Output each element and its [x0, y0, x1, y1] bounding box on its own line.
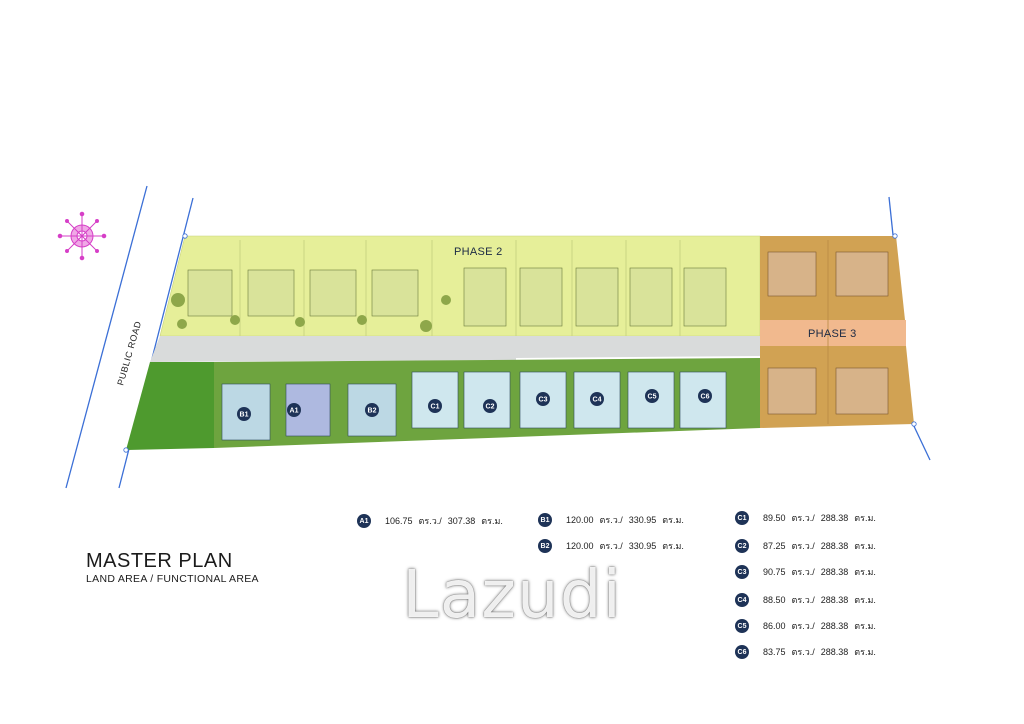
boundary-line-right-top	[888, 196, 894, 236]
green-space	[126, 362, 214, 450]
phase-3-band	[760, 320, 906, 346]
road-edge-left	[65, 185, 148, 489]
phase-2-lot-dividers	[239, 240, 681, 336]
phase-3-houses	[767, 251, 889, 415]
map-badge-c3: C3	[536, 392, 550, 406]
unit-badge: C1	[735, 511, 749, 525]
unit-badge: B2	[538, 539, 552, 553]
corner-markers	[123, 233, 917, 453]
page-title: MASTER PLAN	[86, 550, 233, 572]
page-subtitle: LAND AREA / FUNCTIONAL AREA	[86, 573, 259, 585]
compass-rose-icon	[57, 211, 107, 261]
svg-text:C5: C5	[648, 394, 657, 401]
map-badge-c1: C1	[428, 399, 442, 413]
watermark-text: Lazudi	[402, 556, 622, 633]
map-badge-c4: C4	[590, 392, 604, 406]
phase-3-label: PHASE 3	[808, 328, 857, 340]
unit-badge: C5	[735, 619, 749, 633]
unit-badge: C4	[735, 593, 749, 607]
unit-badge: C3	[735, 565, 749, 579]
boundary-line-right-bottom	[911, 421, 931, 461]
svg-text:C2: C2	[486, 404, 495, 411]
svg-text:C4: C4	[593, 397, 602, 404]
unit-badge: C6	[735, 645, 749, 659]
title-block: MASTER PLAN LAND AREA / FUNCTIONAL AREA	[86, 550, 259, 585]
map-badge-c2: C2	[483, 399, 497, 413]
public-road-label: PUBLIC ROAD	[115, 320, 143, 387]
map-badge-a1: A1	[287, 403, 301, 417]
unit-badge: C2	[735, 539, 749, 553]
map-badge-c5: C5	[645, 389, 659, 403]
svg-text:B2: B2	[368, 408, 377, 415]
svg-text:B1: B1	[240, 412, 249, 419]
svg-text:C6: C6	[701, 394, 710, 401]
svg-text:C1: C1	[431, 404, 440, 411]
map-unit-badges: B1 A1 B2 C1 C2 C3 C4 C5 C6	[237, 389, 712, 421]
map-badge-b2: B2	[365, 403, 379, 417]
map-badge-b1: B1	[237, 407, 251, 421]
phase-2-houses	[187, 267, 727, 327]
svg-text:A1: A1	[290, 408, 299, 415]
svg-text:C3: C3	[539, 397, 548, 404]
internal-road	[150, 336, 760, 362]
phase-2-label: PHASE 2	[454, 246, 503, 258]
phase-2-trees	[171, 293, 451, 332]
unit-badge: A1	[357, 514, 371, 528]
map-badge-c6: C6	[698, 389, 712, 403]
unit-badge: B1	[538, 513, 552, 527]
